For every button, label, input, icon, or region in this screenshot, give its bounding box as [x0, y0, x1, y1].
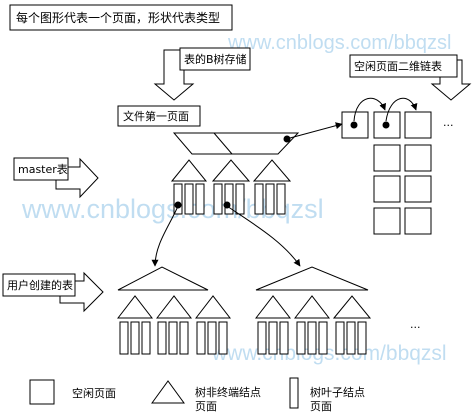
master-table-label: master表 [18, 162, 68, 176]
master-interior-nodes [170, 159, 292, 182]
master-to-user-table-arrow-right [226, 205, 301, 267]
user-subtree-right [254, 266, 372, 355]
callout-first-page: 文件第一页面 [117, 105, 201, 127]
leaf-ellipsis: ... [410, 318, 421, 331]
user-table-label: 用户创建的表 [7, 278, 73, 292]
callout-user-table: 用户创建的表 [2, 271, 104, 313]
legend-interior-label-2: 页面 [195, 400, 217, 413]
callout-master-table: master表 [13, 157, 99, 199]
watermark-bottom: www.cnblogs.com/bbqzsl [211, 342, 447, 365]
legend-leaf-swatch [289, 377, 299, 409]
btree-storage-label: 表的B树存储 [184, 52, 247, 66]
first-page-pointer-dot [283, 135, 291, 143]
free-list-ellipsis: ... [443, 116, 454, 129]
free-page-grid [341, 97, 432, 235]
master-to-user-table-arrow-left [151, 205, 179, 267]
legend: 空闲页面 树非终端结点 页面 树叶子结点 页面 [29, 377, 365, 413]
callout-free-list: 空闲页面二维链表 [349, 54, 472, 101]
callout-btree-storage: 表的B树存储 [153, 47, 251, 101]
legend-interior-swatch [151, 380, 185, 404]
first-page-to-free-list-arrow [289, 122, 343, 139]
legend-leaf-label-2: 页面 [310, 400, 332, 413]
first-page-block [172, 132, 300, 155]
first-page-label: 文件第一页面 [123, 109, 189, 123]
legend-free-page-label: 空闲页面 [72, 386, 116, 400]
legend-leaf-label-1: 树叶子结点 [310, 385, 365, 399]
user-subtree-left [116, 266, 232, 355]
master-leaf-pages [173, 183, 286, 215]
top-note-text: 每个图形代表一个页面，形状代表类型 [16, 10, 220, 25]
legend-free-page-swatch [29, 379, 55, 405]
legend-interior-label-1: 树非终端结点 [195, 385, 261, 399]
top-note: 每个图形代表一个页面，形状代表类型 [9, 4, 233, 31]
free-list-label: 空闲页面二维链表 [354, 59, 442, 73]
watermark-top: www.cnblogs.com/bbqzsl [227, 32, 451, 54]
